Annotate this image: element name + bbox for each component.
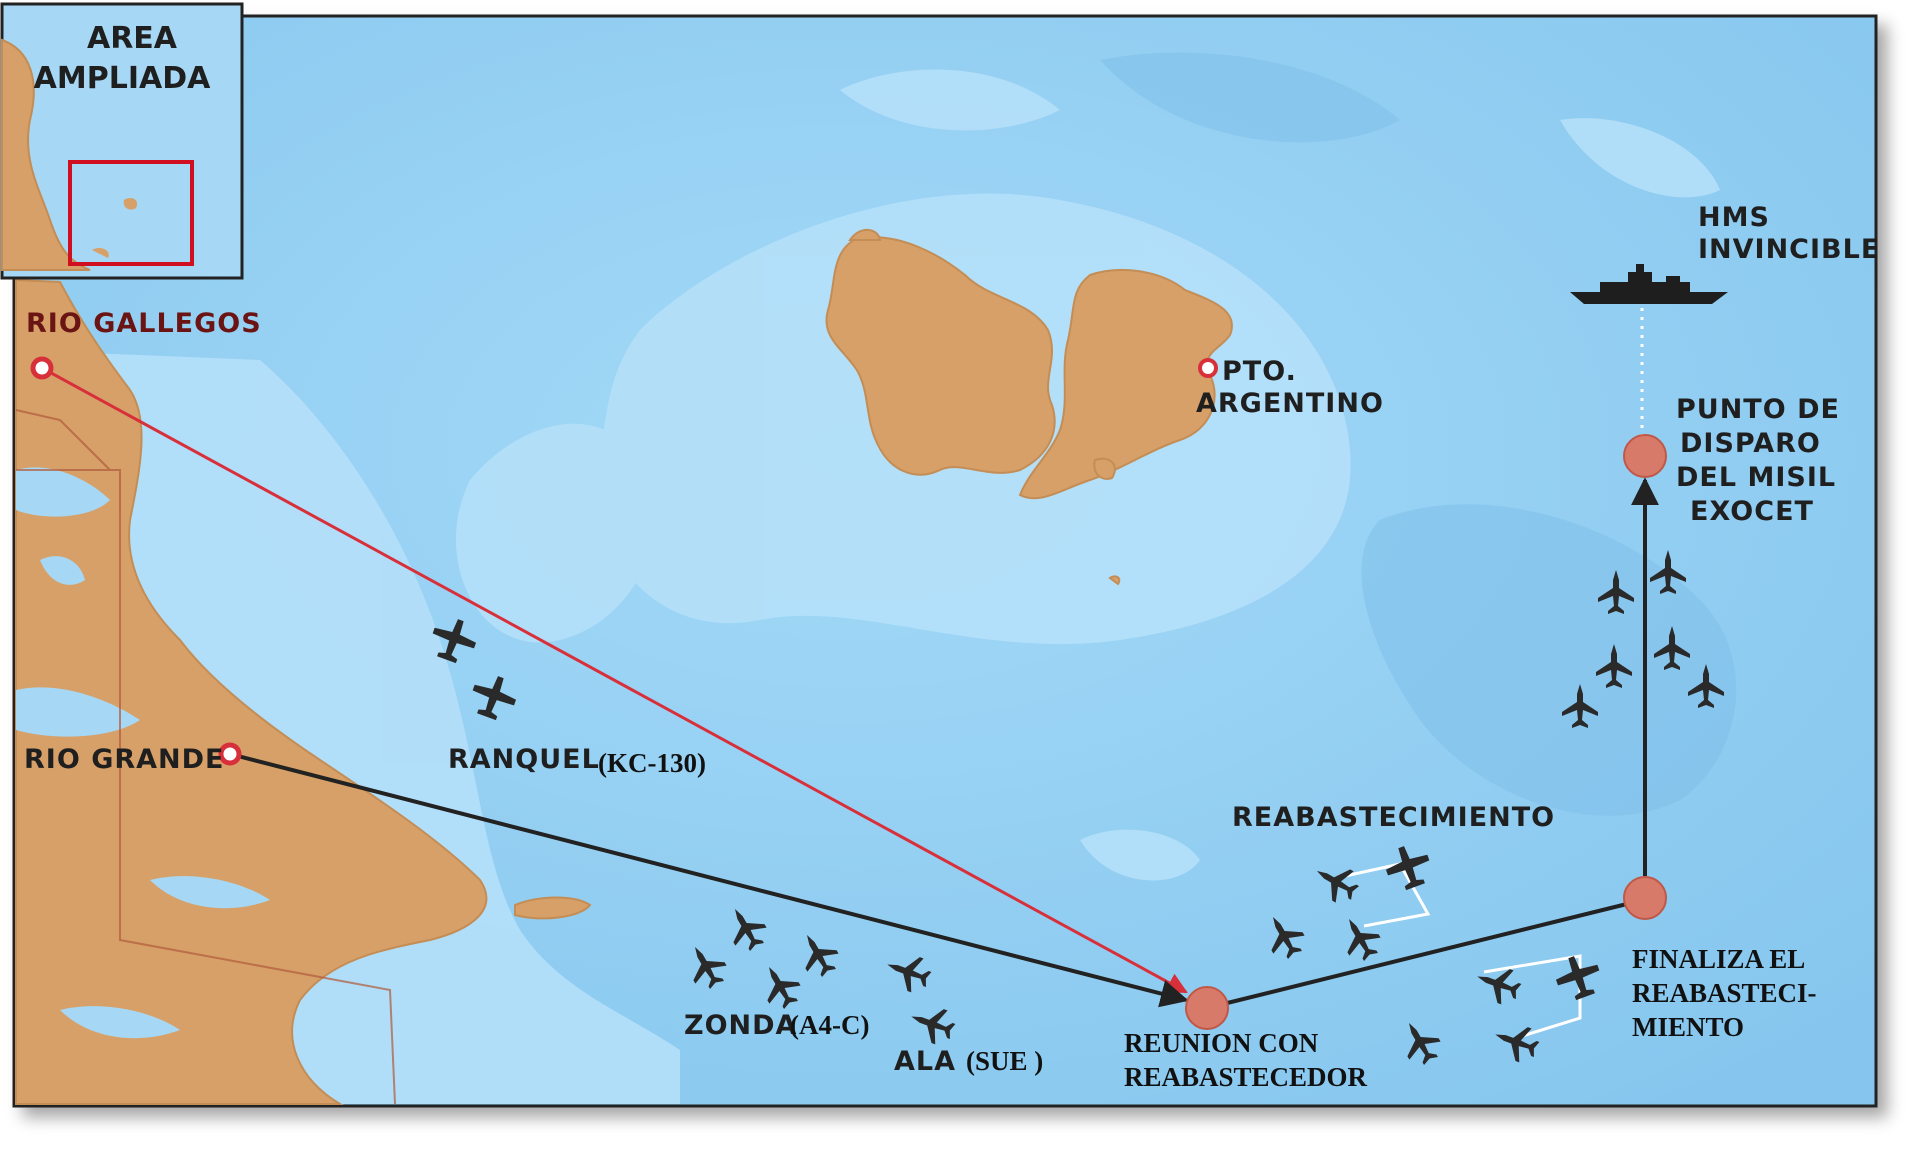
label-meet-1: REUNION CON [1124, 1028, 1319, 1058]
label-ala-type: (SUE ) [966, 1046, 1043, 1076]
label-end-1: FINALIZA EL [1632, 944, 1805, 974]
label-launch-1: PUNTO DE [1676, 394, 1840, 425]
inset-title-line1: AREA [87, 21, 178, 56]
inset-locator-map: AREA AMPLIADA [0, 2, 244, 280]
base-marker-icon [218, 742, 242, 766]
label-ship-2: INVINCIBLE [1698, 234, 1880, 265]
label-launch-4: EXOCET [1690, 496, 1814, 527]
route-meeting-to-end [1206, 898, 1644, 1010]
ocean-deep [1100, 52, 1737, 816]
label-ala: ALA [894, 1046, 956, 1077]
inset-title-line2: AMPLIADA [34, 61, 211, 96]
meeting-point [1185, 986, 1229, 1030]
label-pto-argentino-2: ARGENTINO [1196, 388, 1384, 419]
missile-launch-point [1623, 434, 1667, 478]
refuel-end-point [1623, 876, 1667, 920]
route-rio-gallegos [41, 366, 1188, 994]
label-zonda: ZONDA [684, 1010, 797, 1041]
border-lines [15, 409, 396, 1105]
label-refuel: REABASTECIMIENTO [1232, 802, 1555, 833]
label-end-3: MIENTO [1632, 1012, 1744, 1042]
label-launch-3: DEL MISIL [1676, 462, 1836, 493]
base-marker-icon [30, 356, 54, 380]
label-ship-1: HMS [1698, 202, 1770, 233]
base-marker-icon [1198, 358, 1218, 378]
label-rio-gallegos: RIO GALLEGOS [26, 308, 262, 339]
label-zonda-type: (A4-C) [790, 1010, 869, 1040]
label-end-2: REABASTECI- [1632, 978, 1817, 1008]
small-island [514, 896, 592, 920]
label-ranquel: RANQUEL [448, 744, 600, 775]
label-meet-2: REABASTECEDOR [1124, 1062, 1368, 1092]
label-rio-grande: RIO GRANDE [24, 744, 225, 775]
warship-icon [1570, 264, 1728, 304]
label-pto-argentino-1: PTO. [1222, 356, 1297, 387]
label-ranquel-type: (KC-130) [598, 748, 706, 778]
malvinas-islands [825, 228, 1233, 586]
route-rio-grande [229, 752, 1189, 1008]
label-launch-2: DISPARO [1680, 428, 1821, 459]
mainland-inlets [16, 467, 270, 1039]
